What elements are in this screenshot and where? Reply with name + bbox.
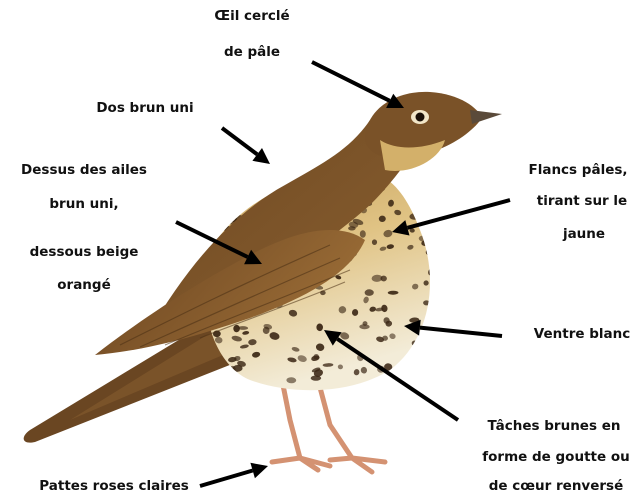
breast-spot — [230, 207, 238, 212]
label-flanks-line1: Flancs pâles, — [528, 162, 627, 179]
label-belly: Ventre blanc — [534, 326, 630, 343]
bird-legs — [272, 380, 385, 472]
label-spots-line1: Tâches brunes en — [488, 418, 621, 435]
breast-spot — [228, 175, 238, 184]
label-wings-line1: Dessus des ailes — [21, 162, 147, 179]
label-spots-line2: forme de goutte ou — [482, 449, 629, 466]
breast-spot — [422, 340, 433, 346]
label-wings-line4: orangé — [57, 277, 110, 294]
breast-spot — [411, 195, 422, 204]
breast-spot — [399, 177, 405, 185]
arrow-back — [222, 128, 270, 164]
label-legs: Pattes roses claires — [39, 478, 189, 495]
breast-spot — [215, 209, 224, 218]
bird-eye — [416, 113, 425, 122]
breast-spot — [420, 172, 428, 178]
label-back: Dos brun uni — [96, 100, 193, 117]
breast-spot — [228, 195, 235, 200]
breast-spot — [233, 185, 244, 192]
breast-spot — [426, 210, 432, 215]
breast-spot — [239, 174, 249, 182]
breast-spot — [425, 360, 432, 365]
label-flanks-line3: jaune — [563, 226, 605, 243]
breast-spot — [236, 206, 242, 211]
breast-spot — [211, 377, 220, 383]
arrow-belly — [404, 320, 502, 336]
arrow-legs — [200, 463, 268, 486]
breast-spot — [229, 186, 236, 193]
label-wings-line2: brun uni, — [49, 196, 118, 213]
breast-spot — [414, 372, 421, 379]
breast-spot — [246, 171, 258, 181]
breast-spot — [234, 175, 241, 183]
breast-spot — [409, 195, 417, 200]
label-spots-line3: de cœur renversé — [489, 478, 624, 495]
bird-beak — [470, 110, 502, 124]
breast-spot — [406, 370, 415, 379]
breast-spot — [424, 190, 434, 194]
arrow-eye-ring — [312, 62, 404, 108]
label-wings-line3: dessous beige — [30, 244, 139, 261]
breast-spot — [217, 216, 224, 224]
label-eye-ring-line1: Œil cerclé — [214, 8, 289, 25]
label-eye-ring-line2: de pâle — [224, 44, 280, 61]
label-flanks-line2: tirant sur le — [537, 193, 627, 210]
